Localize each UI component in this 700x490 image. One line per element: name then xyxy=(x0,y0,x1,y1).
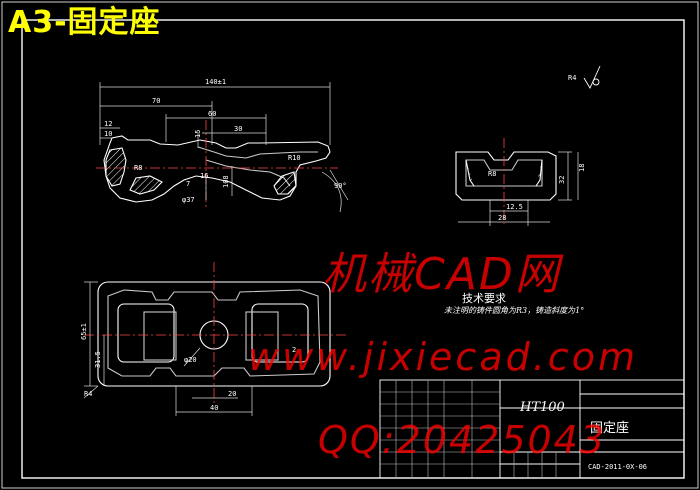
technical-requirements-text: 未注明的铸件圆角为R3，铸造斜度为1° xyxy=(444,306,585,315)
roughness-label: R4 xyxy=(568,74,576,82)
dim-60: 60 xyxy=(208,110,216,118)
title-block xyxy=(379,379,685,479)
dim-30: 30 xyxy=(234,125,242,133)
dim-side-18: 18 xyxy=(578,164,586,172)
title-block-drawing-no: CAD-2011-0X-06 xyxy=(588,463,648,471)
side-view xyxy=(455,138,579,226)
dim-108: 108 xyxy=(222,175,230,188)
dim-phi37: φ37 xyxy=(182,196,195,204)
dim-plan-40: 40 xyxy=(210,404,218,412)
watermark-brand: 机械CAD网 xyxy=(322,249,561,300)
plan-view xyxy=(83,262,346,416)
dim-plan-20: 20 xyxy=(228,390,236,398)
dim-side-r8: R8 xyxy=(488,170,496,178)
dim-70: 70 xyxy=(152,97,160,105)
technical-requirements-title: 技术要求 xyxy=(462,292,506,305)
watermark-site: www.jixiecad.com xyxy=(248,335,638,379)
dim-plan-phi20: φ20 xyxy=(184,356,197,364)
dim-angle: 90° xyxy=(334,182,347,190)
dim-plan-height: 65±1 xyxy=(80,323,88,340)
dim-overall-length: 140±1 xyxy=(205,78,226,86)
dim-16: 16 xyxy=(200,172,208,180)
front-view xyxy=(96,82,349,213)
sheet-title: A3-固定座 xyxy=(8,5,161,40)
dim-10: 10 xyxy=(104,130,112,138)
dim-plan-2: 2 xyxy=(292,346,296,354)
dim-12: 12 xyxy=(104,120,112,128)
dim-side-32: 32 xyxy=(558,176,566,184)
dim-side-28: 28 xyxy=(498,214,506,222)
drawing-frame xyxy=(21,19,685,479)
title-block-part-name: 固定座 xyxy=(590,421,630,436)
dim-15: 15 xyxy=(194,130,202,138)
dim-plan-31-5: 31.5 xyxy=(94,351,102,368)
dim-r8: R8 xyxy=(134,164,142,172)
dim-plan-r4: R4 xyxy=(84,390,92,398)
dim-side-12-5: 12.5 xyxy=(506,203,523,211)
dim-r10: R10 xyxy=(288,154,301,162)
watermark-qq: QQ:20425043 xyxy=(318,418,607,462)
dim-7: 7 xyxy=(186,180,190,188)
roughness-symbol xyxy=(583,65,601,89)
title-block-material: HT100 xyxy=(520,400,565,415)
